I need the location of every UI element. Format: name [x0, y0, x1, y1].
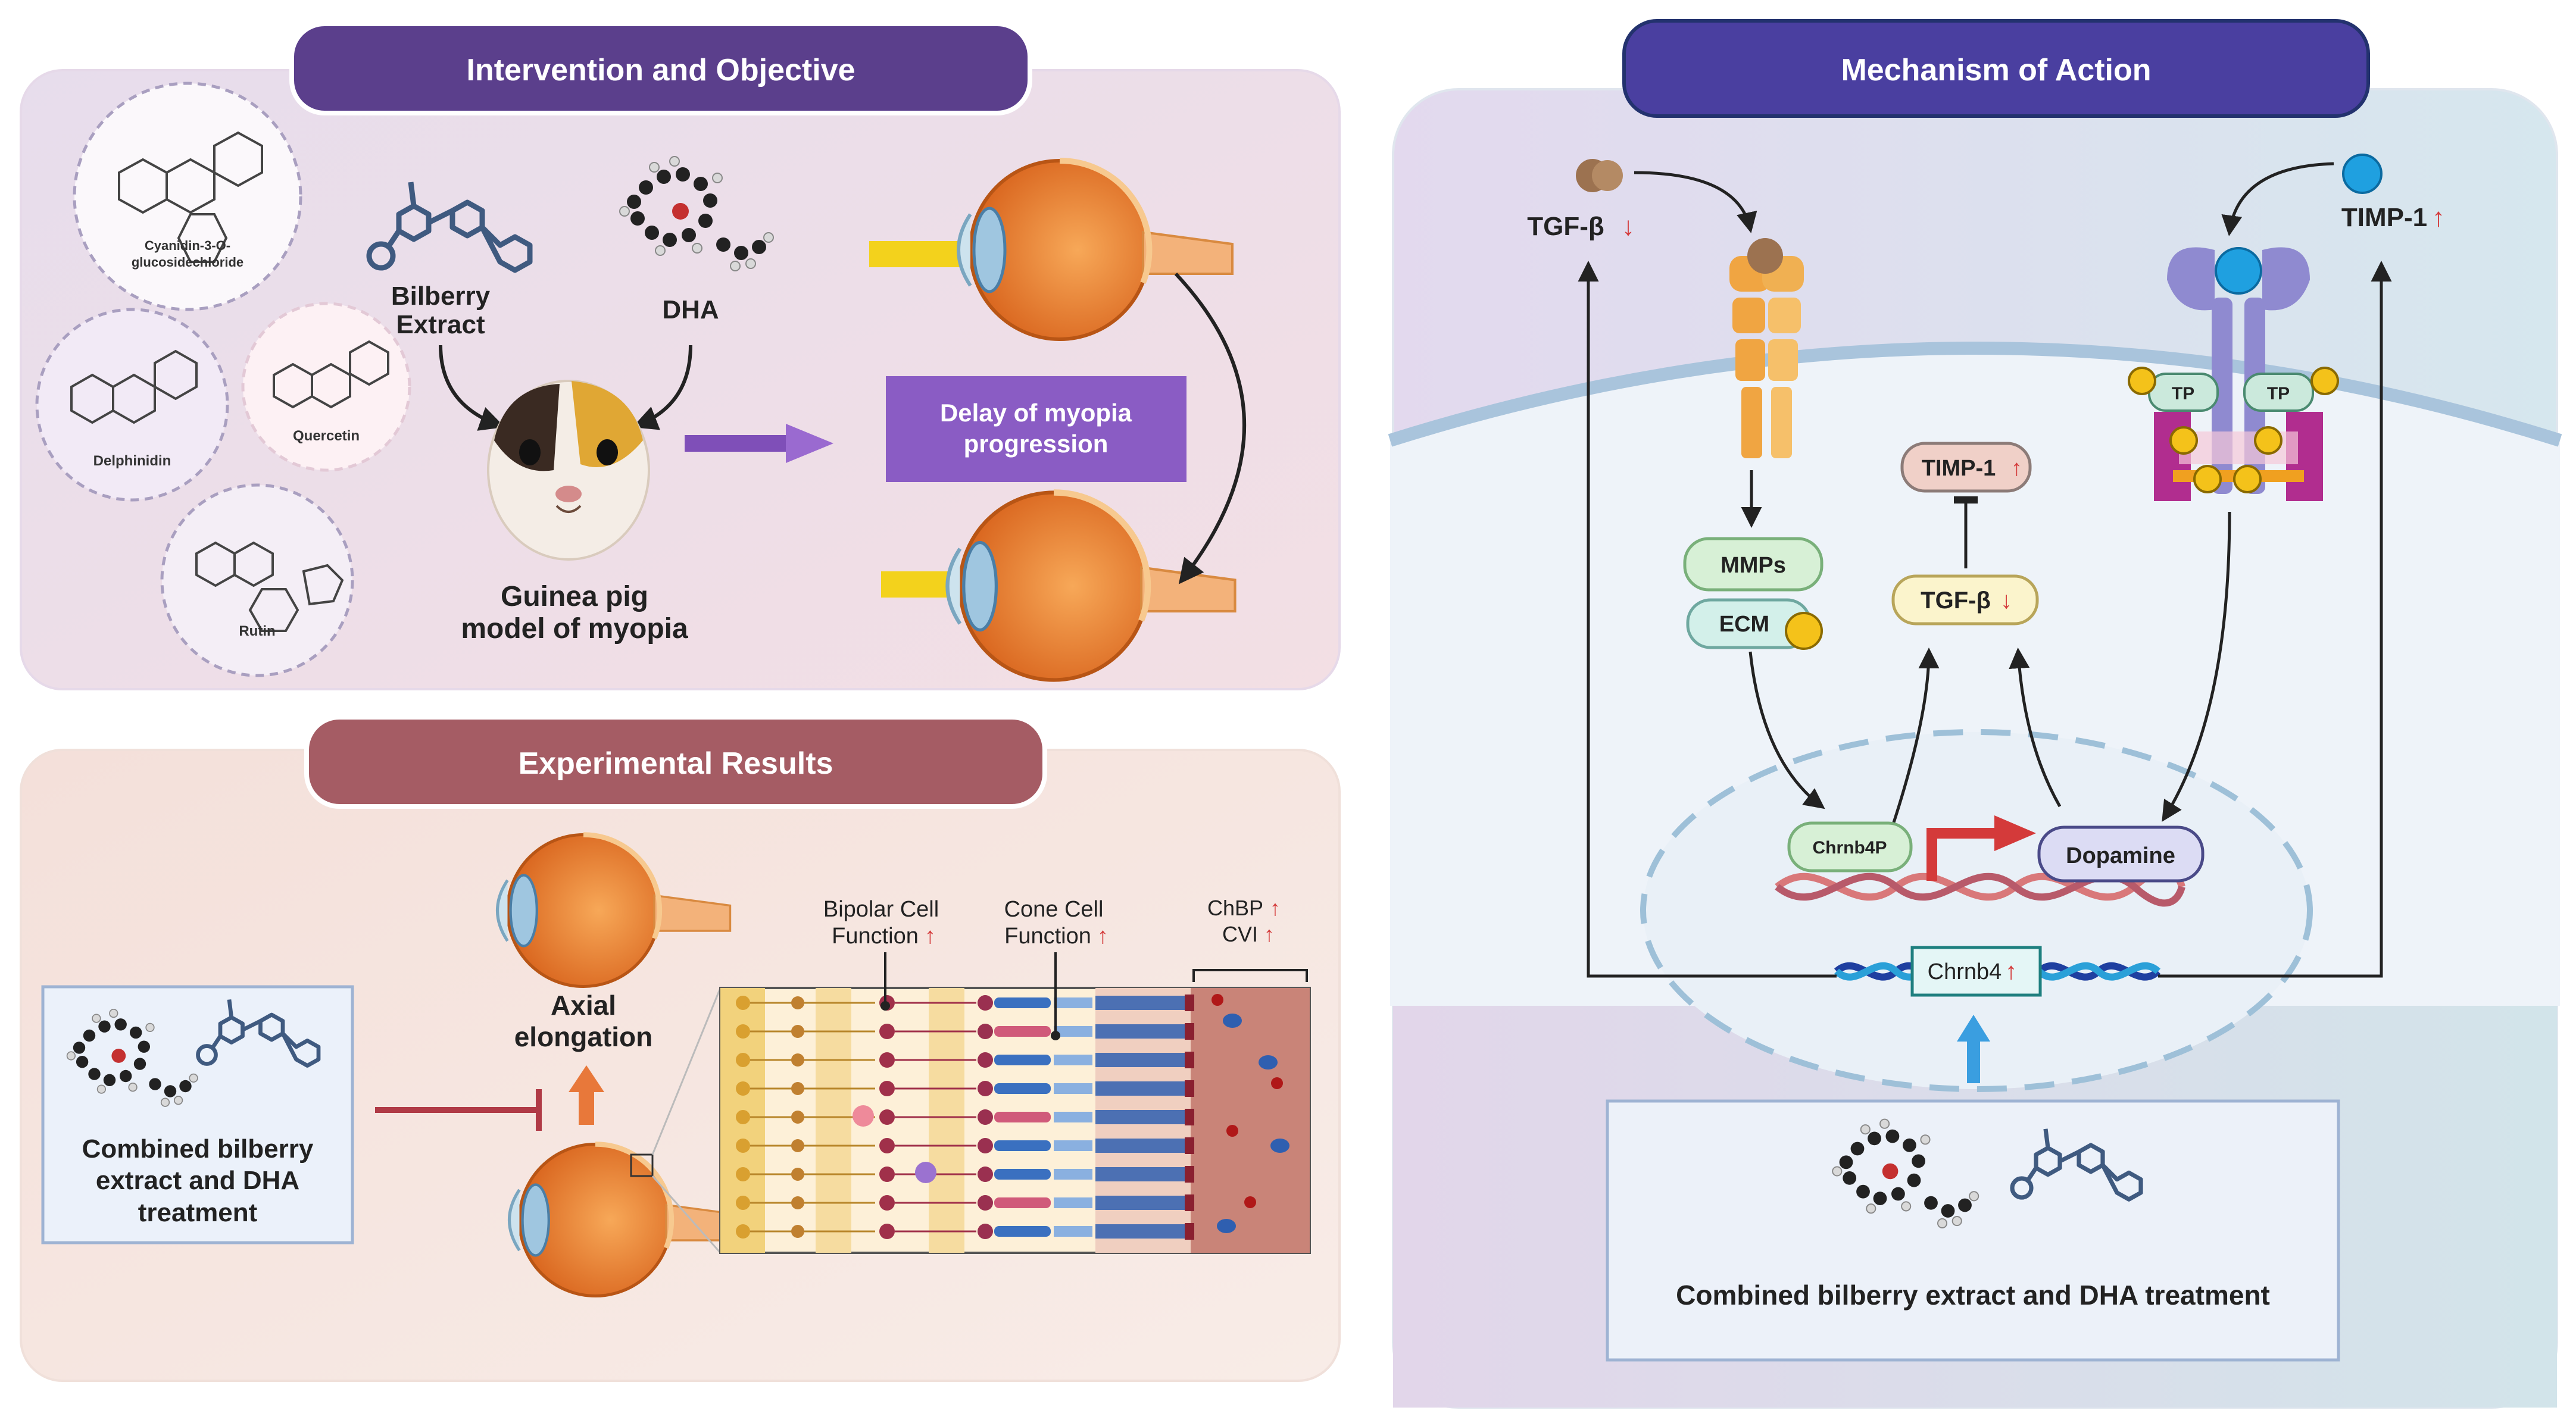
- nucleus: [1640, 729, 2313, 1092]
- transcription-arrow: [1926, 828, 2000, 881]
- chrnb4-up-arrow: ↑: [2005, 958, 2017, 984]
- compound-delphinidin: Delphinidin: [35, 308, 229, 502]
- compound-delphinidin-label: Delphinidin: [93, 453, 171, 469]
- retina-cell-row: [736, 1023, 1194, 1040]
- mechanism-panel: Mechanism of Action TGF-β ↓ MMPs: [1388, 19, 2562, 1409]
- dha-label: DHA: [662, 295, 719, 324]
- retina-cell-row: [736, 995, 1194, 1011]
- chrnb4p-pill: [1787, 821, 1913, 873]
- retina-cell-row: [736, 1080, 1194, 1097]
- tgf-intracellular-pill: [1891, 574, 2039, 626]
- results-header: [304, 715, 1047, 809]
- intervention-panel: Intervention and Objective Cyanidin-3-O-…: [20, 21, 1341, 690]
- cvi-up-arrow: ↑: [1264, 922, 1275, 946]
- dopamine-pill: [2037, 825, 2205, 883]
- retina-cell-row: [736, 1194, 1194, 1211]
- compound-cyanidin-line1: Cyanidin-3-O-: [145, 238, 230, 253]
- mmps-pill: [1683, 537, 1824, 592]
- compound-rutin: Rutin: [160, 483, 354, 677]
- chbp-label: ChBP: [1207, 896, 1263, 920]
- mechanism-treatment-box: [1606, 1099, 2340, 1362]
- timp1-intracellular-label: TIMP-1: [1922, 456, 1996, 481]
- treatment-line3: treatment: [138, 1198, 258, 1227]
- tgf-intracellular-down-arrow: ↓: [2000, 587, 2012, 614]
- dopamine-label: Dopamine: [2066, 843, 2175, 868]
- model-label-line2: model of myopia: [461, 613, 688, 645]
- axial-line2: elongation: [514, 1021, 653, 1052]
- timp1-intracellular-up-arrow: ↑: [2011, 456, 2022, 481]
- cone-line1: Cone Cell: [1004, 897, 1104, 922]
- model-label-line1: Guinea pig: [501, 581, 648, 612]
- results-title: Experimental Results: [519, 746, 833, 781]
- retina-cell-row: [736, 1166, 1194, 1183]
- axial-line1: Axial: [551, 990, 616, 1021]
- retina-illustration: [719, 987, 1311, 1254]
- tp-right-pill: [2243, 373, 2314, 412]
- bilberry-label-line2: Extract: [396, 310, 485, 339]
- treatment-line1: Combined bilberry: [82, 1134, 314, 1164]
- tp-right-label: TP: [2267, 384, 2290, 404]
- timp1-ligand-icon: [2342, 154, 2383, 194]
- elongation-curve-arrow: [1174, 272, 1247, 584]
- ecm-label: ECM: [1719, 612, 1769, 637]
- phosphate-dots: [2128, 367, 2339, 493]
- treatment-box: [41, 985, 354, 1244]
- cone-line2: Function: [1004, 924, 1091, 949]
- objective-line2: progression: [964, 430, 1109, 458]
- objective-box: [886, 376, 1186, 482]
- intervention-header: [289, 21, 1032, 115]
- objective-line1: Delay of myopia: [940, 399, 1132, 427]
- chrnb4-gene-box: [1910, 946, 2042, 997]
- compound-rutin-label: Rutin: [239, 623, 275, 639]
- chrnb4p-label: Chrnb4P: [1812, 838, 1887, 858]
- timp1-intracellular-pill: [1900, 442, 2032, 493]
- compound-cyanidin: Cyanidin-3-O- glucosidechloride: [73, 82, 302, 311]
- tp-left-label: TP: [2172, 384, 2194, 404]
- retina-cell-row: [736, 1137, 1194, 1154]
- tgf-extracellular-label: TGF-β: [1527, 212, 1604, 241]
- timp1-extracellular-label: TIMP-1: [2341, 203, 2427, 232]
- cvi-label: CVI: [1222, 922, 1258, 946]
- tgf-extracellular-down-arrow: ↓: [1622, 212, 1635, 241]
- mechanism-treatment-label: Combined bilberry extract and DHA treatm…: [1676, 1280, 2270, 1311]
- compound-cyanidin-line2: glucosidechloride: [132, 255, 243, 270]
- guinea-pig-icon: [487, 380, 650, 561]
- tgf-intracellular-label: TGF-β: [1921, 587, 1991, 614]
- dna-helix-upper: [1775, 867, 2185, 907]
- bilberry-label-line1: Bilberry: [391, 282, 491, 311]
- bipolar-line1: Bipolar Cell: [823, 897, 939, 922]
- retina-cell-row: [736, 1223, 1194, 1240]
- retina-rows: [736, 995, 1194, 1240]
- chbp-up-arrow: ↑: [1270, 896, 1281, 920]
- timp1-extracellular-up-arrow: ↑: [2432, 203, 2445, 232]
- intervention-title: Intervention and Objective: [466, 53, 855, 87]
- compound-quercetin: Quercetin: [241, 302, 411, 472]
- tgf-ligand-icon: [1576, 159, 1623, 192]
- treatment-line2: extract and DHA: [96, 1166, 299, 1195]
- compound-quercetin-label: Quercetin: [293, 428, 360, 444]
- tgf-receptor-icon: [1729, 238, 1804, 458]
- retina-cell-row: [736, 1052, 1194, 1068]
- results-panel: Experimental Results Combined bilberry e…: [20, 715, 1341, 1382]
- retina-cell-row: [736, 1109, 1194, 1125]
- bipolar-line2: Function: [832, 924, 919, 949]
- bipolar-up-arrow: ↑: [925, 924, 936, 949]
- mmps-label: MMPs: [1721, 553, 1786, 578]
- mechanism-header: [1622, 19, 2370, 118]
- mechanism-title: Mechanism of Action: [1841, 53, 2151, 87]
- chrnb4-label: Chrnb4: [1928, 959, 2002, 984]
- cone-up-arrow: ↑: [1097, 924, 1109, 949]
